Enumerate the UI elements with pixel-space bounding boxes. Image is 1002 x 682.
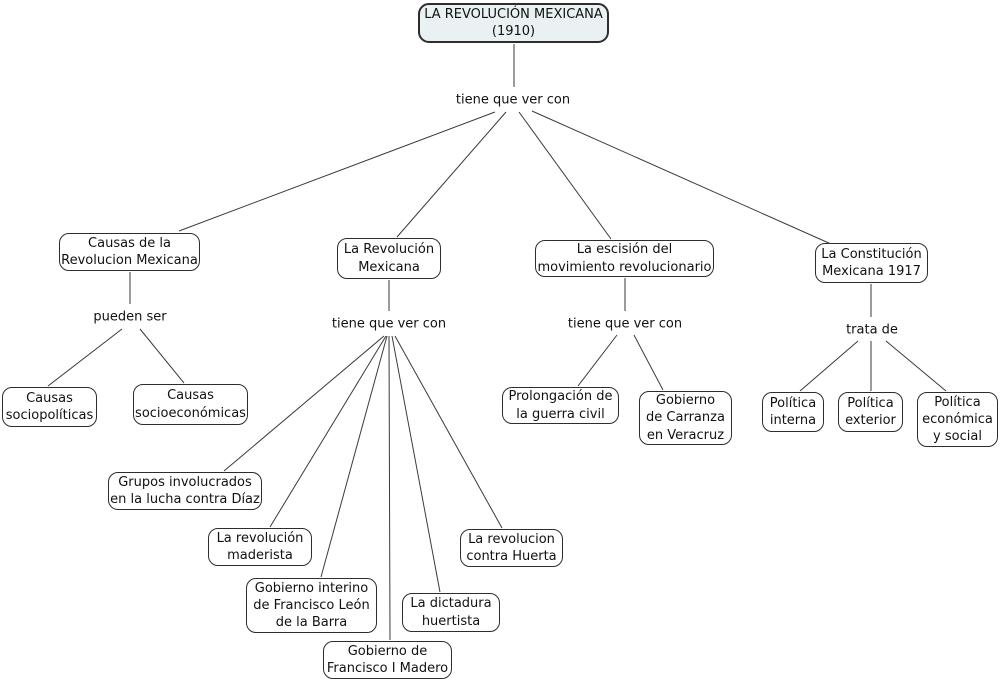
node-causas-revolucion[interactable]: Causas de la Revolucion Mexicana — [59, 233, 200, 271]
link-phrase-revolucion[interactable]: tiene que ver con — [329, 316, 449, 332]
node-escision-movimiento[interactable]: La escisión del movimiento revolucionari… — [535, 240, 714, 277]
node-gobierno-carranza-veracruz[interactable]: Gobierno de Carranza en Veracruz — [639, 391, 732, 445]
node-revolucion-contra-huerta[interactable]: La revolucion contra Huerta — [460, 529, 563, 567]
node-politica-economica-social[interactable]: Política económica y social — [917, 392, 998, 447]
node-causas-sociopoliticas[interactable]: Causas sociopolíticas — [2, 387, 97, 427]
edge-revlabel-to-interino — [320, 335, 388, 578]
edge-conslabel-to-interna — [799, 340, 859, 392]
node-politica-exterior[interactable]: Política exterior — [838, 392, 903, 432]
link-phrase-escision[interactable]: tiene que ver con — [565, 316, 685, 332]
edge-revlabel-to-madero — [388, 335, 391, 641]
edge-esclabel-to-carranza — [633, 334, 664, 391]
edge-revlabel-to-grupos — [223, 335, 385, 472]
node-revolucion-maderista[interactable]: La revolución maderista — [208, 528, 312, 566]
node-prolongacion-guerra-civil[interactable]: Prolongación de la guerra civil — [502, 387, 619, 424]
edge-revlabel-to-contrahuerta — [394, 335, 503, 529]
node-dictadura-huertista[interactable]: La dictadura huertista — [402, 593, 500, 632]
node-constitucion-1917[interactable]: La Constitución Mexicana 1917 — [815, 243, 928, 283]
link-phrase-causas[interactable]: pueden ser — [91, 309, 169, 325]
link-phrase-root[interactable]: tiene que ver con — [453, 92, 573, 108]
edge-rootlabel-to-revolucion — [396, 111, 507, 238]
edge-conslabel-to-economica — [885, 340, 947, 392]
edge-revlabel-to-maderista — [269, 335, 387, 528]
node-revolucion-mexicana-1910[interactable]: LA REVOLUCIÓN MEXICANA (1910) — [418, 3, 609, 43]
edge-causaslabel-to-sociopoliticas — [47, 328, 123, 387]
edge-rootlabel-to-escision — [518, 111, 612, 240]
edge-revlabel-to-dictadura — [391, 335, 441, 593]
edge-esclabel-to-prolongacion — [577, 334, 618, 387]
node-gobierno-interino-leon-barra[interactable]: Gobierno interino de Francisco León de l… — [246, 578, 377, 633]
node-causas-socioeconomicas[interactable]: Causas socioeconómicas — [133, 384, 248, 425]
link-phrase-constitucion[interactable]: trata de — [844, 322, 900, 338]
node-grupos-involucrados[interactable]: Grupos involucrados en la lucha contra D… — [108, 472, 262, 510]
node-gobierno-madero[interactable]: Gobierno de Francisco I Madero — [323, 641, 452, 679]
edge-rootlabel-to-causas — [178, 111, 496, 232]
edge-causaslabel-to-socioeconomicas — [139, 328, 185, 384]
node-la-revolucion-mexicana[interactable]: La Revolución Mexicana — [337, 238, 441, 279]
node-politica-interna[interactable]: Política interna — [762, 392, 824, 432]
edge-rootlabel-to-constitucion — [531, 110, 832, 245]
